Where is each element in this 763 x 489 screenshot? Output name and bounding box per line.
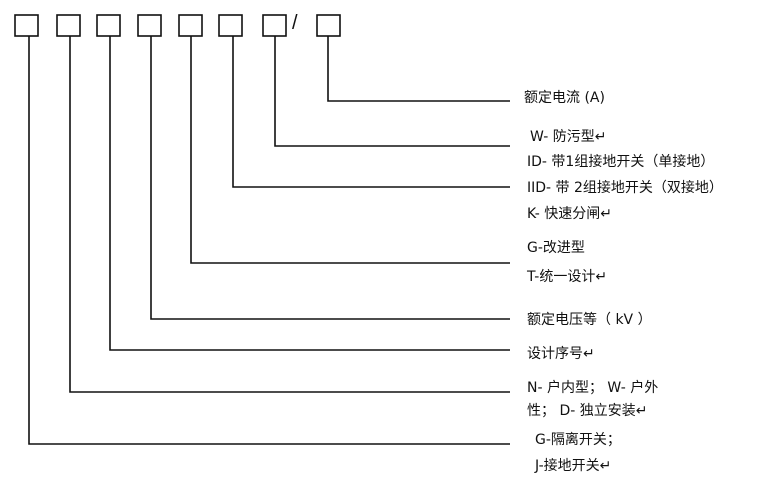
code-box-6: [218, 14, 243, 37]
leader-rated-voltage: [150, 36, 510, 320]
leader-grounding: [232, 36, 510, 188]
label-k-fast-open: K- 快速分闸↵: [527, 206, 612, 222]
label-w-antifouling: W- 防污型↵: [530, 129, 607, 145]
label-independent-install: 性； D- 独立安装↵: [527, 403, 648, 419]
label-t-unified: T-统一设计↵: [527, 269, 608, 285]
code-box-8: [316, 14, 341, 37]
label-rated-voltage: 额定电压等（ kV ）: [527, 312, 652, 328]
code-box-3: [96, 14, 121, 37]
code-box-7: [262, 14, 287, 37]
code-box-2: [56, 14, 81, 37]
label-design-number: 设计序号↵: [527, 346, 595, 362]
label-rated-current: 额定电流 (A): [524, 90, 605, 106]
leader-rated-current: [327, 36, 510, 102]
label-iid-double-ground: IID- 带 2组接地开关（双接地）: [527, 180, 723, 196]
code-box-4: [137, 14, 162, 37]
label-g-improved: G-改进型: [527, 240, 585, 256]
leader-install: [69, 36, 510, 393]
leader-improved: [190, 36, 510, 264]
label-g-disconnect: G-隔离开关；: [535, 432, 621, 448]
leader-options: [274, 36, 510, 147]
label-indoor-outdoor: N- 户内型； W- 户外: [527, 380, 659, 396]
separator-slash: /: [292, 12, 298, 34]
code-box-1: [14, 14, 39, 37]
label-id-single-ground: ID- 带1组接地开关（单接地）: [527, 154, 715, 170]
code-box-5: [178, 14, 203, 37]
label-j-grounding: J-接地开关↵: [535, 458, 612, 474]
leader-type: [28, 36, 510, 445]
leader-design-no: [109, 36, 510, 351]
